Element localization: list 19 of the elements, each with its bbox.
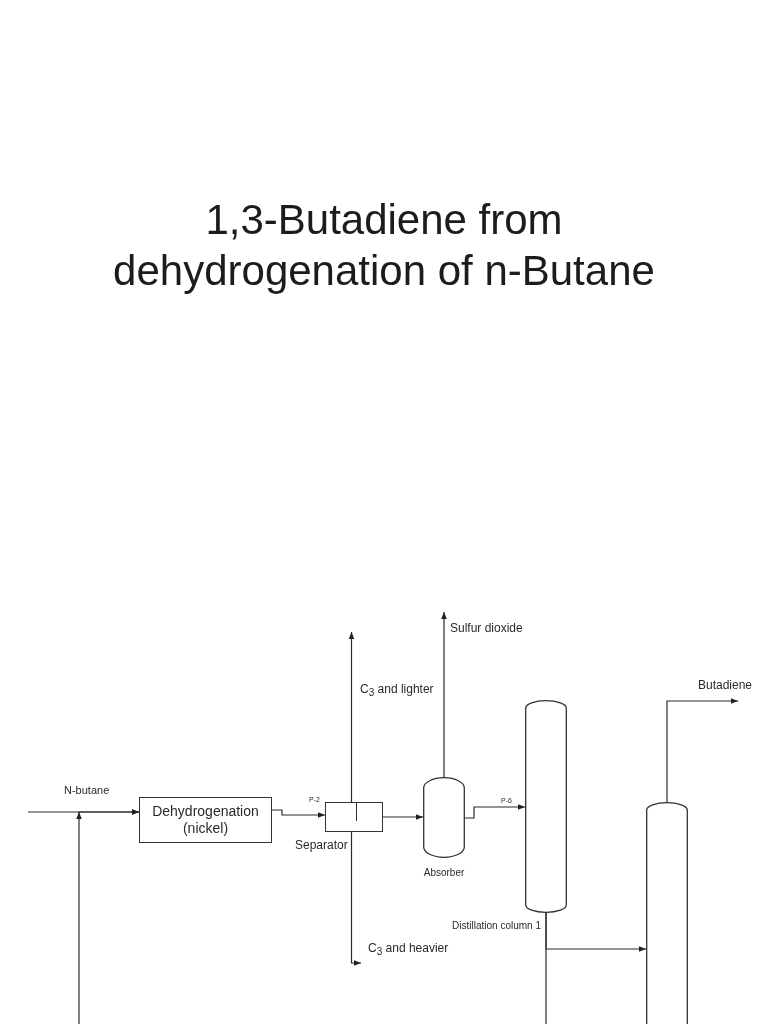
- flow-arrow: [348, 631, 355, 803]
- flow-line: [545, 911, 547, 1024]
- process-label: Dehydrogenation (nickel): [151, 803, 260, 837]
- stream-label: C$_{3}$ and lighter: [359, 683, 435, 699]
- flow-arrow: [464, 804, 526, 819]
- flow-arrow: [76, 809, 140, 1024]
- flow-arrow: [350, 831, 362, 966]
- flow-arrow: [271, 809, 326, 818]
- distillation-column: [646, 802, 688, 1024]
- equipment-label: Absorber: [423, 867, 465, 879]
- equipment-label: Distillation column 1: [452, 920, 541, 932]
- stream-label: N-butane: [63, 784, 111, 797]
- equipment-label: Separator: [295, 839, 348, 853]
- flow-arrow: [666, 698, 739, 804]
- process-box: [139, 797, 272, 843]
- diagram-title: 1,3-Butadiene from dehydrogenation of n-Butane: [112, 195, 656, 296]
- flow-arrow: [382, 814, 424, 820]
- flow-arrow: [441, 611, 447, 779]
- stream-label: C$_{3}$ and heavier: [367, 942, 450, 958]
